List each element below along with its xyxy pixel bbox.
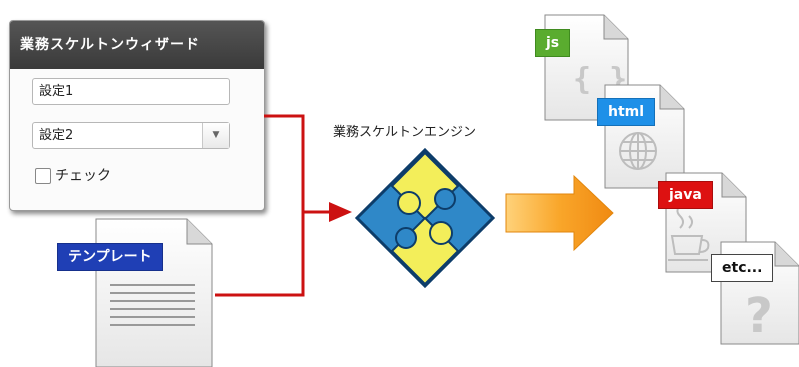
- question-mark-icon: ?: [745, 288, 773, 344]
- chevron-down-icon[interactable]: ▼: [202, 123, 229, 148]
- wizard-window: 業務スケルトンウィザード 設定1 設定2 ▼ チェック: [9, 20, 265, 211]
- setting2-select[interactable]: 設定2 ▼: [32, 122, 230, 149]
- output-tab-html: html: [597, 98, 656, 126]
- wizard-title: 業務スケルトンウィザード: [10, 21, 264, 69]
- template-tab: テンプレート: [57, 243, 163, 271]
- engine-label: 業務スケルトンエンジン: [333, 125, 477, 140]
- globe-icon: [619, 132, 657, 170]
- template-document: [95, 218, 213, 367]
- output-tab-java: java: [658, 181, 713, 209]
- output-arrow: [505, 174, 614, 252]
- check-checkbox[interactable]: [35, 168, 51, 184]
- java-cup-icon: [668, 203, 710, 261]
- connector-arrowhead: [329, 202, 352, 222]
- output-tab-js: js: [535, 29, 571, 57]
- setting2-value: 設定2: [39, 128, 74, 143]
- check-label: チェック: [55, 168, 111, 184]
- output-tab-etc: etc...: [711, 254, 774, 282]
- puzzle-engine-icon: [354, 147, 496, 289]
- setting1-input[interactable]: 設定1: [32, 78, 230, 105]
- connector-lines: [215, 114, 352, 297]
